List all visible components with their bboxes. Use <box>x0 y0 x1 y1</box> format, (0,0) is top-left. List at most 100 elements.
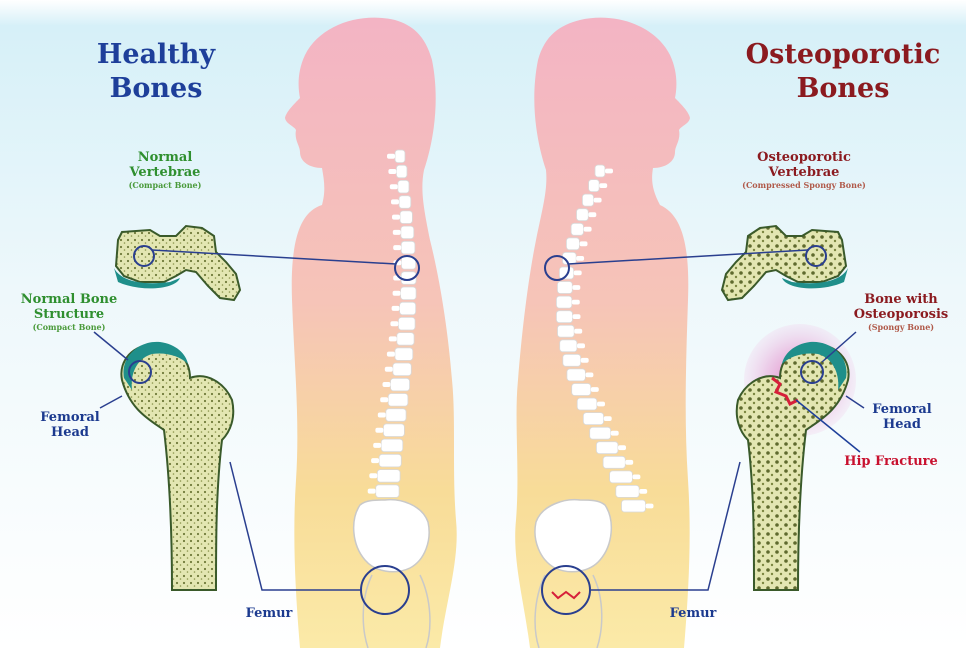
vertebra-segment <box>387 393 409 407</box>
vertebra-segment <box>589 426 612 440</box>
osteoporotic-vertebrae-sub: (Compressed Spongy Bone) <box>742 180 866 190</box>
normal-vertebrae-label: Normal Vertebrae (Compact Bone) <box>110 150 220 191</box>
vertebra-process <box>576 256 585 261</box>
vertebra-segment <box>566 237 580 251</box>
left-title-line-1: Healthy <box>96 39 216 70</box>
vertebra-process <box>391 199 399 205</box>
vertebra-process <box>382 382 391 387</box>
right-title: Osteoporotic Bones <box>740 38 946 106</box>
vertebra-segment <box>621 499 646 513</box>
right-femur-zoom-circle <box>800 360 824 384</box>
right-pelvis <box>534 498 612 648</box>
vertebra-process <box>593 197 602 203</box>
vertebra-segment <box>395 164 408 179</box>
left-femur-zoom-circle <box>128 360 152 384</box>
left-pelvis <box>353 498 431 648</box>
vertebra-process <box>384 366 393 372</box>
vertebra-process <box>603 416 612 421</box>
vertebra-process <box>577 343 585 349</box>
left-femur-label: Femur <box>245 606 293 621</box>
vertebra-segment <box>576 397 598 411</box>
vertebra-process <box>590 387 599 392</box>
bone-osteoporosis-line-1: Bone with <box>864 292 938 307</box>
normal-structure-label: Normal Bone Structure (Compact Bone) <box>14 292 124 333</box>
fracture-line <box>771 376 799 407</box>
vertebra-process <box>625 459 634 465</box>
vertebra-segment <box>556 295 573 309</box>
vertebra-process <box>572 314 581 319</box>
vertebra-segment <box>392 362 412 377</box>
left-title-line-2: Bones <box>109 73 203 104</box>
vertebra-process <box>645 503 654 509</box>
normal-vertebrae-line-1: Normal <box>137 150 193 165</box>
vertebra-process <box>390 321 399 327</box>
left-femoral-head-line-1: Femoral <box>40 410 100 425</box>
vertebra-process <box>371 458 380 464</box>
left-spine-zoom-circle <box>394 255 420 281</box>
normal-structure-line-2: Structure <box>33 307 105 322</box>
right-femoral-head-line-2: Head <box>882 417 922 432</box>
vertebra-segment <box>398 195 412 209</box>
vertebra-process <box>574 328 583 334</box>
vertebra-process <box>391 305 400 311</box>
vertebra-process <box>386 351 395 357</box>
vertebra-process <box>377 412 386 418</box>
normal-structure-line-1: Normal Bone <box>20 292 118 307</box>
vertebra-process <box>585 372 594 378</box>
vertebra-segment <box>566 368 586 382</box>
vertebra-segment <box>380 438 404 453</box>
vertebra-process <box>579 241 588 247</box>
vertebra-segment <box>376 469 401 483</box>
right-femur-bone <box>735 324 856 591</box>
vertebra-process <box>375 427 384 433</box>
right-femur-label: Femur <box>669 606 717 621</box>
vertebra-segment <box>576 208 589 222</box>
vertebra-process <box>392 214 400 220</box>
vertebra-segment <box>582 412 604 426</box>
vertebra-process <box>388 169 397 174</box>
normal-vertebrae-sub: (Compact Bone) <box>128 180 202 190</box>
bone-osteoporosis-sub: (Spongy Bone) <box>867 322 935 332</box>
vertebra-segment <box>399 301 417 316</box>
bone-with-osteoporosis-label: Bone with Osteoporosis (Spongy Bone) <box>846 292 956 333</box>
vertebra-process <box>632 474 641 480</box>
vertebra-segment <box>390 377 411 392</box>
vertebra-segment <box>399 210 413 224</box>
vertebra-segment <box>559 266 575 280</box>
vertebra-process <box>388 336 397 342</box>
vertebra-segment <box>556 310 573 324</box>
vertebra-process <box>392 290 401 296</box>
vertebra-segment <box>400 225 415 240</box>
vertebra-process <box>380 397 389 403</box>
vertebra-segment <box>400 286 417 301</box>
vertebra-segment <box>559 339 578 353</box>
left-spine <box>366 149 417 514</box>
left-femoral-head-line-2: Head <box>50 425 90 440</box>
vertebra-process <box>369 473 378 479</box>
right-vertebra-zoom-circle <box>805 245 827 267</box>
right-vertebra-bone <box>720 224 848 302</box>
osteoporotic-vertebrae-line-1: Osteoporotic <box>757 150 851 165</box>
left-vertebra-zoom-circle <box>133 245 155 267</box>
vertebra-segment <box>396 332 415 346</box>
normal-structure-sub: (Compact Bone) <box>32 322 106 332</box>
vertebra-segment <box>394 149 406 164</box>
vertebra-process <box>373 442 382 448</box>
vertebra-process <box>571 299 580 305</box>
vertebra-segment <box>602 455 626 469</box>
left-femur-bone <box>120 341 235 591</box>
right-title-line-1: Osteoporotic <box>745 39 941 70</box>
vertebra-process <box>387 153 395 159</box>
vertebra-segment <box>562 353 582 367</box>
vertebra-process <box>392 229 401 235</box>
vertebra-segment <box>400 240 416 255</box>
vertebra-process <box>588 212 597 218</box>
vertebra-segment <box>582 193 595 207</box>
vertebra-process <box>573 270 582 276</box>
vertebra-process <box>572 285 581 290</box>
right-title-line-2: Bones <box>796 73 890 104</box>
hip-fracture-mark <box>551 590 581 600</box>
osteoporotic-vertebrae-label: Osteoporotic Vertebrae (Compressed Spong… <box>722 150 886 191</box>
vertebra-process <box>639 489 648 494</box>
